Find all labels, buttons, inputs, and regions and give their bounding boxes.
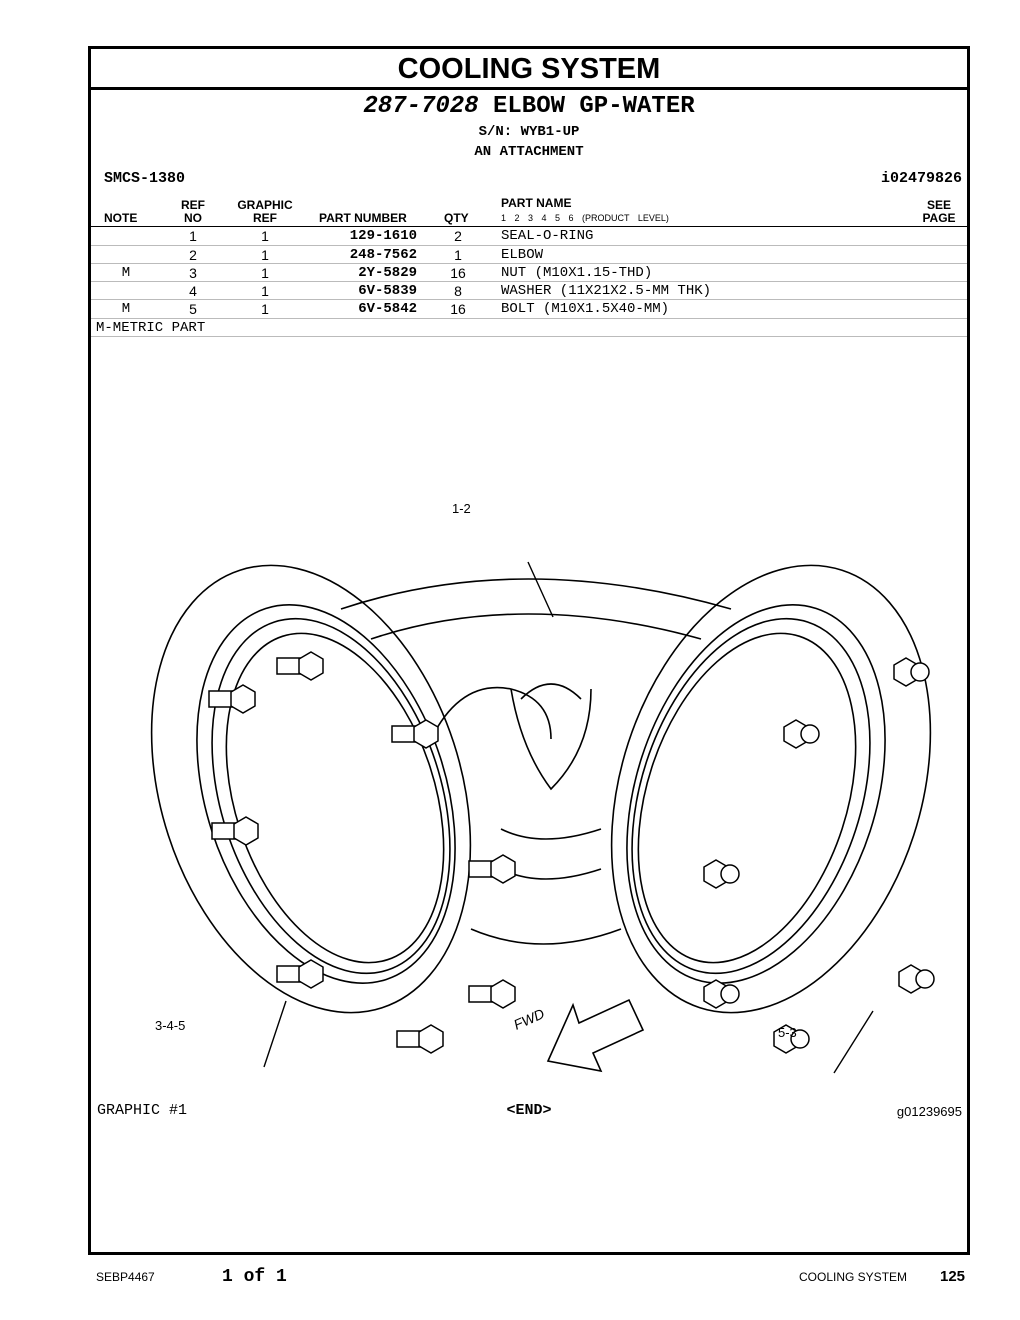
section-title: COOLING SYSTEM [91,51,967,90]
smcs-code: SMCS-1380 [104,170,186,187]
col-qty: QTY [444,211,469,225]
table-row[interactable]: M 5 1 6V-5842 16 BOLT (M10X1.5X40-MM) [121,301,670,317]
metric-note: M-METRIC PART [96,320,206,336]
callout-5-3: 5-3 [778,1025,797,1040]
col-part-name: PART NAME [501,196,572,210]
serial-number: S/N: WYB1-UP [478,124,580,140]
footer-page-number: 125 [940,1268,966,1285]
part-number-link[interactable]: 248-7562 [349,247,417,263]
col-see-bottom: PAGE [922,211,956,225]
part-number-link[interactable]: 6V-5839 [358,283,417,299]
col-ref-bottom: NO [184,211,202,225]
part-number-link[interactable]: 2Y-5829 [358,265,417,281]
footer-page-of: 1 of 1 [222,1267,287,1287]
illustration-id: i02479826 [880,170,962,187]
callout-3-4-5: 3-4-5 [155,1018,186,1033]
group-part-number[interactable]: 287-7028 [363,93,479,120]
graphic-id: g01239695 [896,1104,962,1119]
callout-1-2: 1-2 [452,501,471,516]
table-row[interactable]: M 3 1 2Y-5829 16 NUT (M10X1.15-THD) [121,265,653,281]
part-number-link[interactable]: 129-1610 [349,228,417,244]
table-row[interactable]: 4 1 6V-5839 8 WASHER (11X21X2.5-MM THK) [189,283,712,299]
col-graphic-top: GRAPHIC [237,198,293,212]
fwd-arrow-icon [546,998,645,1073]
group-title: 287-7028 ELBOW GP-WATER [91,93,967,120]
col-part-number: PART NUMBER [319,211,407,225]
col-note: NOTE [104,211,138,225]
col-graphic-bottom: REF [253,211,277,225]
end-marker: <END> [506,1102,552,1119]
header-rule [91,226,967,227]
footer-doc-number: SEBP4467 [96,1270,155,1284]
elbow-drawing [150,561,935,1074]
product-levels: 1 2 3 4 5 6 (PRODUCT LEVEL) [501,213,669,223]
table-row[interactable]: 2 1 248-7562 1 ELBOW [189,247,544,263]
page-frame: COOLING SYSTEM 287-7028 ELBOW GP-WATER S… [88,46,970,1255]
part-number-link[interactable]: 6V-5842 [358,301,417,317]
col-ref-top: REF [181,198,205,212]
group-name: ELBOW GP-WATER [492,93,695,120]
attachment-label: AN ATTACHMENT [474,144,584,160]
footer-section: COOLING SYSTEM [799,1270,908,1284]
table-row[interactable]: 1 1 129-1610 2 SEAL-O-RING [189,228,594,244]
graphic-label: GRAPHIC #1 [97,1102,188,1119]
col-see-top: SEE [926,198,951,212]
